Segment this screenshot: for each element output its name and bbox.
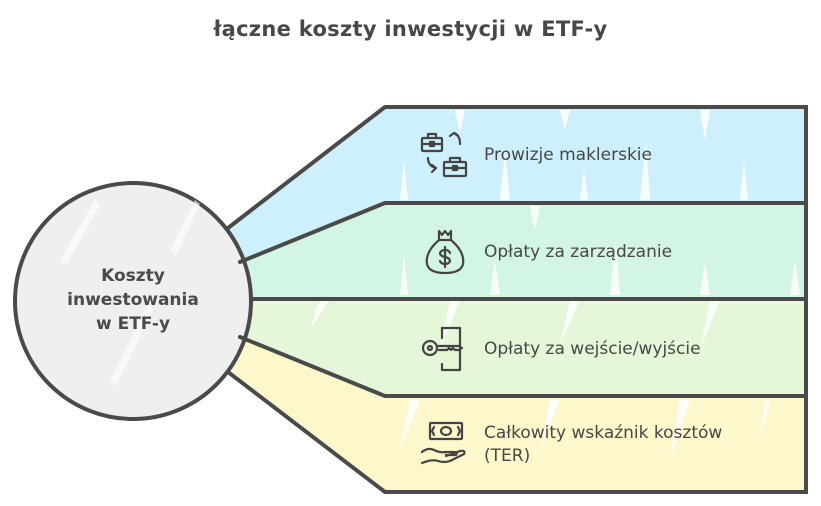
item-label: Opłaty za zarządzanie [484, 241, 673, 262]
band-2-fill [240, 203, 806, 299]
money-bag-icon [418, 225, 472, 279]
center-label-line-1: Koszty [101, 266, 165, 286]
diagram-title: łączne koszty inwestycji w ETF-y [213, 17, 608, 41]
item-oplaty-za-zarzadzanie: Opłaty za zarządzanie [418, 225, 672, 279]
band-outlines [226, 105, 808, 494]
item-prowizje-maklerskie: Prowizje maklerskie [418, 128, 652, 182]
center-label: Koszty inwestowania w ETF-y [40, 264, 226, 336]
band-3-fill [240, 299, 806, 396]
band-1-fill [228, 107, 806, 262]
item-oplaty-wejscie-wyjscie: Opłaty za wejście/wyjście [418, 322, 701, 376]
item-label: Prowizje maklerskie [484, 144, 652, 165]
item-label-line-2: (TER) [484, 446, 531, 466]
briefcase-exchange-icon [418, 128, 472, 182]
key-door-icon [418, 322, 472, 376]
band-4-fill [228, 337, 806, 492]
item-label: Opłaty za wejście/wyjście [484, 338, 701, 359]
texture-streaks [310, 110, 800, 460]
item-calkowity-wskaznik-kosztow: Całkowity wskaźnik kosztów (TER) [418, 418, 722, 472]
center-label-line-2: inwestowania [67, 290, 199, 310]
item-label-line-1: Całkowity wskaźnik kosztów [484, 423, 723, 443]
item-label: Całkowity wskaźnik kosztów (TER) [484, 422, 722, 468]
center-label-line-3: w ETF-y [95, 314, 171, 334]
hand-money-icon [418, 418, 472, 472]
